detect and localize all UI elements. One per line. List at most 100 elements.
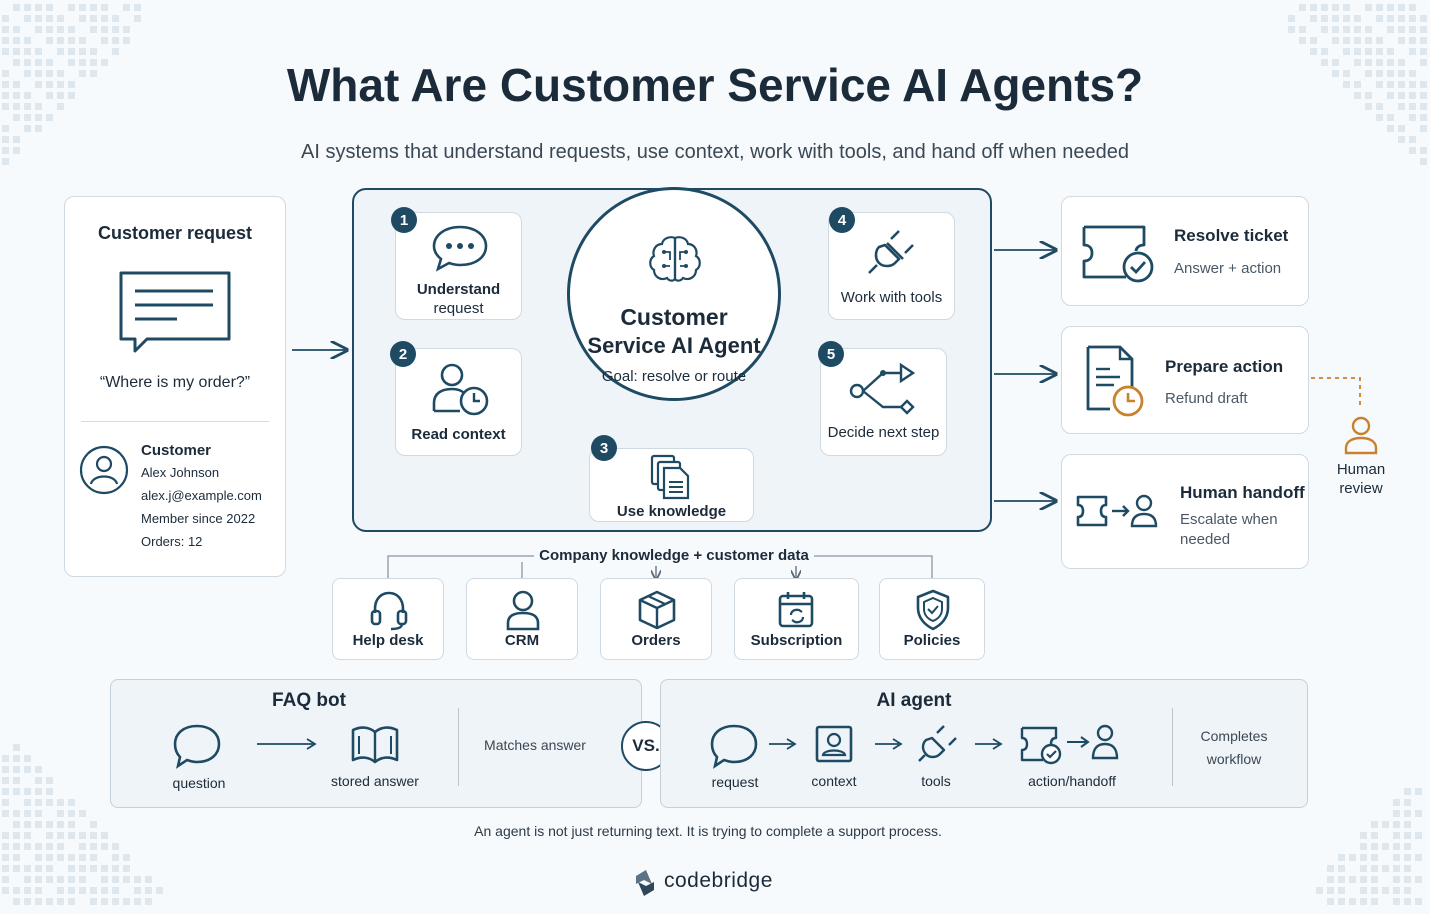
decor-dot xyxy=(1404,876,1411,883)
decor-dot xyxy=(112,898,119,905)
decor-dot xyxy=(2,832,9,839)
faq-bot-panel: FAQ bot question stored answer Matches a… xyxy=(110,679,642,808)
decor-dot xyxy=(101,59,108,66)
source-subscription: Subscription xyxy=(734,578,859,660)
decor-dot xyxy=(1332,15,1339,22)
ai-summary-line2: workflow xyxy=(1206,751,1262,767)
decor-dot xyxy=(145,876,152,883)
decor-dot xyxy=(79,48,86,55)
decor-dot xyxy=(35,26,42,33)
decor-dot xyxy=(112,15,119,22)
decor-dot xyxy=(13,821,20,828)
decor-dot xyxy=(68,48,75,55)
decor-dot xyxy=(1398,125,1405,132)
decor-dot xyxy=(2,70,9,77)
decor-dot xyxy=(1387,59,1394,66)
decor-dot xyxy=(57,843,64,850)
decor-dot xyxy=(79,59,86,66)
decor-dot xyxy=(90,70,97,77)
step-decide-next: Decide next step xyxy=(820,348,947,456)
box-icon xyxy=(638,590,676,630)
decor-dot xyxy=(1321,59,1328,66)
decor-dot xyxy=(1343,4,1350,11)
decor-dot xyxy=(134,898,141,905)
decor-dot xyxy=(35,59,42,66)
decor-dot xyxy=(1327,898,1334,905)
decor-dot xyxy=(35,777,42,784)
decor-dot xyxy=(90,59,97,66)
decor-dot xyxy=(24,4,31,11)
outcome-3-sub-line2: needed xyxy=(1180,531,1231,548)
decor-dot xyxy=(1404,843,1411,850)
decor-dot xyxy=(1420,37,1427,44)
decor-dot xyxy=(35,4,42,11)
decor-dot xyxy=(1371,887,1378,894)
decor-dot xyxy=(1338,865,1345,872)
decor-dot xyxy=(101,898,108,905)
step-2-label: Read context xyxy=(411,426,506,443)
decor-dot xyxy=(57,887,64,894)
decor-dot xyxy=(156,887,163,894)
outcome-prepare-action: Prepare action Refund draft xyxy=(1061,326,1309,434)
decor-dot xyxy=(1360,898,1367,905)
decor-dot xyxy=(1409,114,1416,121)
decor-dot xyxy=(90,898,97,905)
decor-dot xyxy=(46,777,53,784)
decor-dot xyxy=(1332,37,1339,44)
decor-dot xyxy=(2,147,9,154)
decor-dot xyxy=(24,114,31,121)
decor-dot xyxy=(24,887,31,894)
decor-dot xyxy=(1321,48,1328,55)
decor-dot xyxy=(46,4,53,11)
decor-dot xyxy=(13,59,20,66)
page-title: What Are Customer Service AI Agents? xyxy=(286,59,1144,111)
decor-dot xyxy=(1420,59,1427,66)
decor-dot xyxy=(2,48,9,55)
decor-dot xyxy=(68,92,75,99)
decor-dot xyxy=(1404,788,1411,795)
decor-dot xyxy=(2,777,9,784)
source-orders: Orders xyxy=(600,578,712,660)
decor-dot xyxy=(57,799,64,806)
decor-dot xyxy=(68,854,75,861)
decor-dot xyxy=(1393,876,1400,883)
decor-dot xyxy=(24,103,31,110)
decor-dot xyxy=(57,821,64,828)
decor-dot xyxy=(46,799,53,806)
decor-dot xyxy=(1420,103,1427,110)
decor-dot xyxy=(13,832,20,839)
decor-dot xyxy=(1393,832,1400,839)
decor-dot xyxy=(1310,15,1317,22)
outcome-resolve-ticket: Resolve ticket Answer + action xyxy=(1061,196,1309,306)
ai-step-context: context xyxy=(811,773,857,789)
decor-dot xyxy=(35,114,42,121)
decor-dot xyxy=(1387,26,1394,33)
decor-dot xyxy=(68,810,75,817)
decor-dot xyxy=(24,832,31,839)
decor-dot xyxy=(13,898,20,905)
decor-dot xyxy=(1343,81,1350,88)
decor-dot xyxy=(1387,4,1394,11)
decor-dot xyxy=(2,136,9,143)
decor-dot xyxy=(35,876,42,883)
decor-dot xyxy=(1376,59,1383,66)
decor-dot xyxy=(57,26,64,33)
decor-dot xyxy=(134,887,141,894)
decor-dot xyxy=(112,37,119,44)
decor-dot xyxy=(1332,59,1339,66)
decor-dot xyxy=(1409,92,1416,99)
decor-dot xyxy=(90,865,97,872)
decor-dot xyxy=(68,799,75,806)
decor-dot xyxy=(1404,865,1411,872)
decor-dot xyxy=(13,92,20,99)
decor-dot xyxy=(1420,15,1427,22)
decor-dot xyxy=(1338,876,1345,883)
decor-dot xyxy=(57,70,64,77)
customer-email: alex.j@example.com xyxy=(141,488,262,503)
decor-dot xyxy=(1387,15,1394,22)
decor-dot xyxy=(1332,70,1339,77)
brain-icon xyxy=(649,236,701,282)
decor-dot xyxy=(1398,70,1405,77)
decor-dot xyxy=(2,92,9,99)
decor-dot xyxy=(1404,887,1411,894)
